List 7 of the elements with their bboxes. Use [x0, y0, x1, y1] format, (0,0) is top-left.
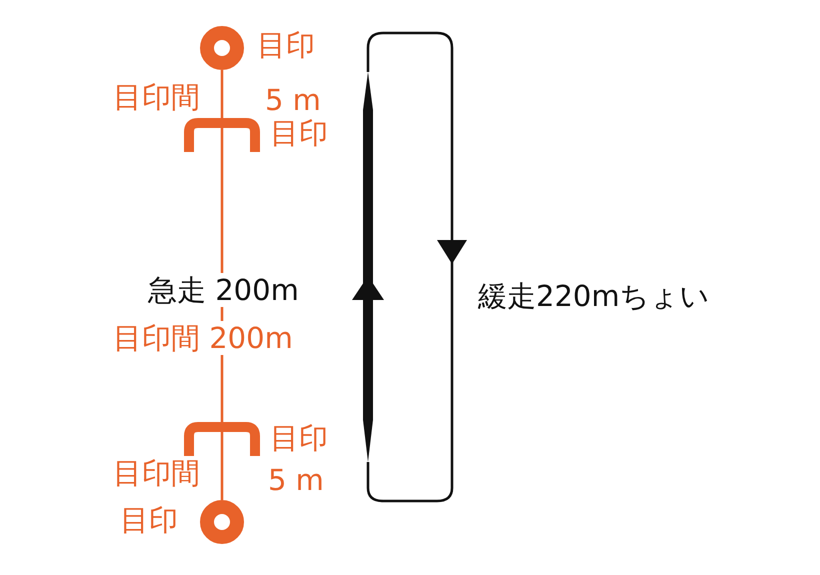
sprint-label: 急走 200m — [148, 273, 299, 307]
jog-label: 緩走220mちょい — [478, 279, 710, 313]
ring-marker — [200, 500, 244, 544]
ring-marker — [200, 26, 244, 70]
arch-marker — [182, 422, 262, 456]
arch-marker — [182, 118, 262, 152]
course-line — [220, 70, 224, 118]
